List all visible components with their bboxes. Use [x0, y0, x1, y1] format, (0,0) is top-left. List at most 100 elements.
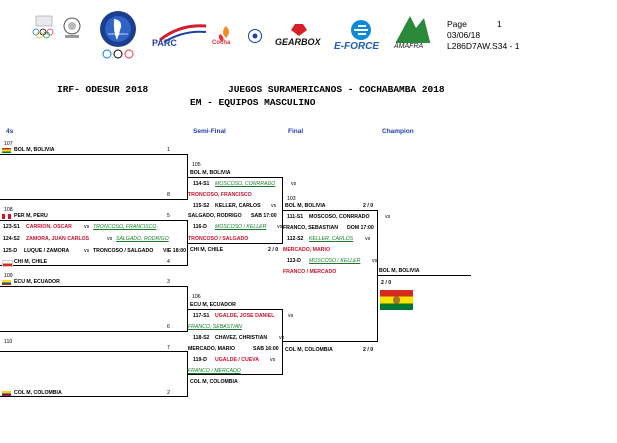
cochabamba-logo: Cocha: [212, 24, 240, 50]
match-113-d-player1: MOSCOSO / KELLER: [309, 258, 361, 264]
match-116-d-player1: MOSCOSO / KELLER: [215, 224, 267, 230]
sudamerica-logo-text: SUDAMERICA: [107, 32, 128, 36]
match-117-s1-player1: UGALDE, JOSE DANIEL: [215, 313, 275, 319]
seed-5: 5: [167, 213, 170, 219]
team-bolivia-final: BOL M, BOLIVIA: [285, 203, 326, 209]
sudamerica-logo: SUDAMERICA: [97, 10, 139, 62]
match-115-s2-vs: vs: [271, 203, 277, 209]
match-106-number: 106: [192, 294, 201, 300]
flag-colombia-icon: [2, 391, 11, 396]
match-108-number: 108: [4, 207, 13, 213]
team-peru: PER M, PERU: [14, 213, 48, 219]
semifinal-1-score: 2 / 0: [268, 247, 279, 253]
match-109-number: 109: [4, 273, 13, 279]
match-118-s2: 118-S2: [193, 335, 210, 341]
eforce-logo: E-FORCE: [334, 18, 388, 54]
match-114-s1-player1: MOSCOSO, CONRRADO: [215, 181, 276, 187]
match-111-s1-player1: MOSCOSO, CONRRADO: [309, 214, 370, 220]
match-116-d-vs: vs: [277, 224, 283, 230]
match-115-s2: 115-S2: [193, 203, 210, 209]
match-112-s2-vs: vs: [365, 236, 371, 242]
page-label: Page: [447, 19, 467, 29]
flag-chile-icon: [2, 260, 13, 267]
flag-peru-icon: [2, 214, 11, 219]
parc-logo: PARC: [150, 22, 208, 50]
event-subtitle: EM - EQUIPOS MASCULINO: [190, 97, 316, 108]
match-115-s2-player1: KELLER, CARLOS: [215, 203, 261, 209]
seed-7: 7: [167, 345, 170, 351]
column-4s: 4s: [6, 128, 14, 135]
amafra-logo-text: AMAFRA: [394, 43, 424, 50]
amafra-logo: AMAFRA: [390, 12, 436, 58]
team-bolivia-sf: BOL M, BOLIVIA: [190, 170, 231, 176]
match-118-s2-player1: CHAVEZ, CHRISTIAN: [215, 335, 268, 341]
team-chile-sf: CHI M, CHILE: [190, 247, 224, 253]
match-110-number: 110: [4, 339, 13, 345]
match-111-s1-player2: FRANCO, SEBASTIAN: [283, 225, 339, 231]
match-112-s2-player2: MERCADO, MARIO: [283, 247, 330, 253]
report-code: L286D7AW.S34 - 1: [447, 41, 520, 51]
seed-3: 3: [167, 279, 170, 285]
match-112-s2-player1: KELLER, CARLOS: [309, 236, 354, 242]
gearbox-logo-text: GEARBOX: [275, 37, 321, 47]
match-114-s1-vs: vs: [291, 181, 297, 187]
match-118-s2-player2: MERCADO, MARIO: [188, 346, 235, 352]
match-118-s2-time: SAB 16:00: [253, 346, 279, 352]
seed-6: 6: [167, 324, 170, 330]
match-113-d: 113-D: [287, 258, 301, 264]
flag-ecuador-icon: [2, 280, 11, 285]
match-114-s1: 114-S1: [193, 181, 210, 187]
page-number: 1: [497, 19, 502, 29]
cochabamba-logo-text: Cocha: [212, 40, 231, 46]
match-111-s1: 111-S1: [287, 214, 304, 220]
match-124-s2-player2: SALGADO, RODRIGO: [116, 236, 169, 242]
match-124-s2-player1: ZAMORA, JUAN CARLOS: [26, 236, 90, 242]
team-ecuador-r1: ECU M, ECUADOR: [14, 279, 60, 285]
seed-8: 8: [167, 192, 170, 198]
match-119-d: 119-D: [193, 357, 207, 363]
match-125-d-vs: vs: [84, 248, 90, 254]
champion-score: 2 / 0: [381, 280, 392, 286]
match-123-s1-player2: TRONCOSO, FRANCISCO: [93, 224, 157, 230]
match-118-s2-vs: vs: [279, 335, 285, 341]
match-107-number: 107: [4, 141, 13, 147]
team-bolivia-r1: BOL M, BOLIVIA: [14, 147, 55, 153]
match-103-number: 103: [287, 196, 296, 202]
match-112-s2: 112-S2: [287, 236, 304, 242]
column-final: Final: [288, 128, 304, 135]
champion-flag-bolivia-icon: [380, 290, 413, 310]
team-colombia-final: COL M, COLOMBIA: [285, 347, 333, 353]
match-117-s1-player2: FRANCO, SEBASTIAN: [188, 324, 242, 330]
match-111-s1-vs: vs: [385, 214, 391, 220]
match-125-d-player1: LUQUE / ZAMORA: [24, 248, 70, 254]
match-117-s1: 117-S1: [193, 313, 210, 319]
parc-logo-text: PARC: [152, 38, 177, 48]
event-title: JUEGOS SURAMERICANOS - COCHABAMBA 2018: [228, 84, 445, 95]
match-117-s1-vs: vs: [288, 313, 294, 319]
column-champion: Champion: [382, 128, 414, 135]
team-chile-r1: CHI M, CHILE: [14, 259, 48, 265]
team-colombia-r1: COL M, COLOMBIA: [14, 390, 62, 396]
match-123-s1: 123-S1: [3, 224, 20, 230]
match-105-number: 105: [192, 162, 201, 168]
emblem-logo: [247, 28, 263, 46]
eforce-logo-text: E-FORCE: [334, 41, 379, 52]
team-colombia-sf: COL M, COLOMBIA: [190, 379, 238, 385]
match-119-d-player1: UGALDE / CUEVA: [215, 357, 259, 363]
match-113-d-player2: FRANCO / MERCADO: [283, 269, 337, 275]
match-123-s1-player1: CARRION, OSCAR: [26, 224, 72, 230]
seed-4: 4: [167, 259, 170, 265]
seal-logo: [62, 16, 82, 40]
match-119-d-player2: FRANCO / MERCADO: [188, 368, 241, 374]
match-125-d-player2: TRONCOSO / SALGADO: [93, 248, 154, 254]
flag-bolivia-icon: [2, 148, 11, 153]
gearbox-logo: GEARBOX: [273, 22, 329, 50]
match-119-d-vs: vs: [270, 357, 276, 363]
champion-team: BOL M, BOLIVIA: [379, 268, 420, 274]
match-124-s2-vs: vs: [107, 236, 113, 242]
match-125-d-time: VIE 18:00: [163, 248, 187, 254]
final-colombia-score: 2 / 0: [363, 347, 374, 353]
match-111-s1-time: DOM 17:00: [347, 225, 374, 231]
match-115-s2-time: SAB 17:00: [251, 213, 277, 219]
federation-title: IRF- ODESUR 2018: [57, 84, 149, 95]
